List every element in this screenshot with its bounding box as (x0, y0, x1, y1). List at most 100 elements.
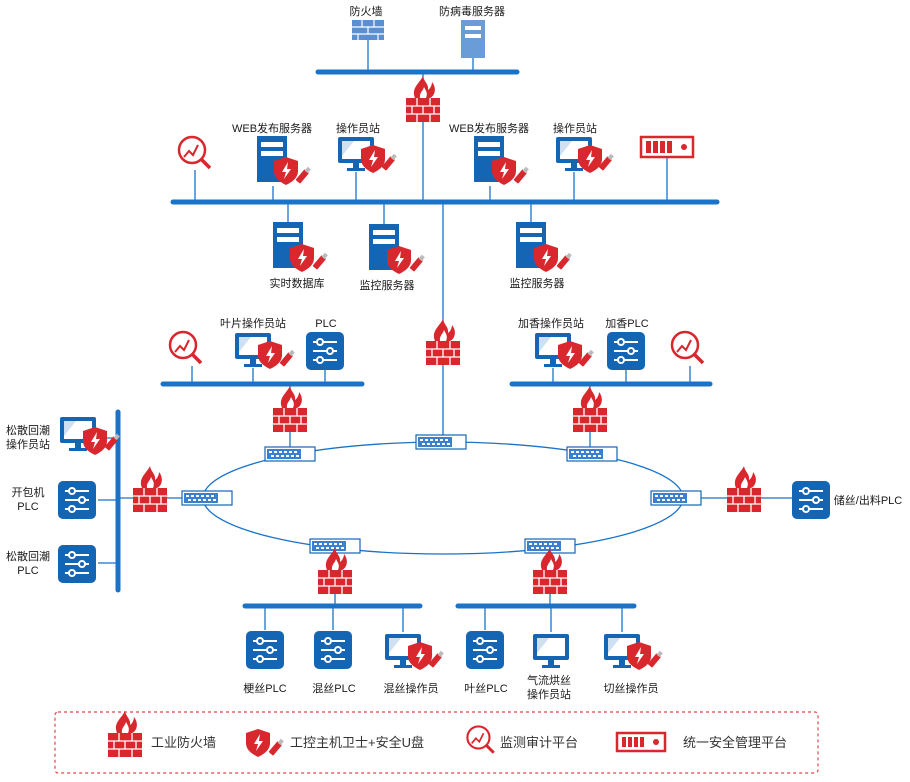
audit-platform-icon (168, 330, 203, 365)
switch-icon (264, 446, 316, 462)
realtime-database-label: 实时数据库 (270, 276, 325, 290)
airflow-dryer-station: 气流烘丝 操作员站 (527, 634, 571, 701)
storage-plc-label: 储丝/出料PLC (834, 493, 903, 507)
flavor-plc-label: 加香PLC (605, 317, 648, 330)
leaf-plc-label: 叶丝PLC (464, 682, 507, 695)
legend: 工业防火墙 工控主机卫士+安全U盘 监测审计平台 统一安全管理平台 (54, 710, 819, 774)
airflow-station-label-1: 气流烘丝 (527, 673, 571, 687)
industrial-firewall-icon (532, 547, 568, 595)
leaf-operator-station: 叶片操作员站 (220, 316, 295, 369)
network-buses (115, 69, 720, 609)
audit-platform-icon (670, 330, 705, 365)
firewall-device: 防火墙 (350, 4, 384, 40)
industrial-firewall-icon (425, 318, 461, 366)
industrial-firewall-icon (405, 75, 441, 123)
stem-plc: 梗丝PLC (243, 630, 287, 695)
industrial-firewall-icon (726, 465, 762, 513)
plc-icon (313, 630, 353, 670)
plc-icon (57, 480, 97, 520)
audit-platform-icon (465, 724, 496, 755)
firewall-icon (352, 20, 384, 40)
industrial-firewall-icon (132, 465, 168, 513)
loose-moist-operator-station: 松散回潮 操作员站 (6, 417, 120, 455)
loose-moist-plc-label-2: PLC (17, 565, 38, 577)
plc-icon (791, 480, 831, 520)
mix-operator-label: 混丝操作员 (384, 681, 439, 695)
antivirus-server-label: 防病毒服务器 (439, 4, 505, 18)
left-plc-label: PLC (315, 318, 336, 330)
switch-icon (650, 490, 702, 506)
storage-plc: 储丝/出料PLC (791, 480, 903, 520)
loose-moist-plc-label-1: 松散回潮 (6, 549, 50, 563)
legend-item-firewall: 工业防火墙 (107, 710, 216, 758)
server-icon (461, 20, 485, 58)
industrial-firewall-icon (272, 385, 308, 433)
operator-station-1-label: 操作员站 (336, 121, 380, 135)
flavor-operator-station: 加香操作员站 (518, 316, 594, 369)
antivirus-server: 防病毒服务器 (439, 4, 505, 58)
legend-border (54, 711, 819, 774)
firewall-label: 防火墙 (350, 4, 383, 18)
loose-moist-station-label-1: 松散回潮 (6, 423, 50, 437)
cut-operator-label: 切丝操作员 (604, 681, 659, 695)
plc-icon (245, 630, 285, 670)
legend-firewall-label: 工业防火墙 (151, 735, 216, 750)
legend-item-unified-mgmt: 统一安全管理平台 (615, 731, 787, 753)
plc-icon (465, 630, 505, 670)
unpack-plc: 开包机 PLC (12, 480, 97, 520)
flavor-operator-station-label: 加香操作员站 (518, 316, 584, 330)
usb-key-icon (556, 252, 572, 270)
mix-operator-station: 混丝操作员 (384, 634, 444, 695)
monitor-server-2-label: 监控服务器 (510, 276, 565, 290)
plc-icon (57, 544, 97, 584)
airflow-station-label-2: 操作员站 (527, 687, 571, 701)
monitor-server-1-label: 监控服务器 (360, 278, 415, 292)
leaf-plc: 叶丝PLC (464, 630, 508, 695)
plc-icon (606, 331, 646, 371)
switch-icon (415, 434, 467, 450)
leaf-operator-station-label: 叶片操作员站 (220, 316, 286, 330)
audit-platform-icon (177, 135, 212, 170)
usb-key-icon (409, 254, 425, 272)
legend-item-host-guard: 工控主机卫士+安全U盘 (246, 729, 424, 757)
flavor-plc: 加香PLC (605, 317, 649, 371)
operator-station-2-label: 操作员站 (553, 121, 597, 135)
unified-security-mgmt-device (639, 135, 695, 159)
legend-item-audit: 监测审计平台 (465, 724, 578, 755)
unpack-plc-label-1: 开包机 (12, 485, 45, 499)
switch-icon (566, 446, 618, 462)
mgmt-appliance-icon (615, 731, 667, 753)
mix-plc: 混丝PLC (312, 630, 356, 695)
usb-key-icon (312, 252, 328, 270)
mgmt-appliance-icon (639, 135, 695, 159)
left-plc: PLC (305, 318, 345, 371)
loose-moist-plc: 松散回潮 PLC (6, 544, 97, 584)
operator-station-2: 操作员站 (553, 121, 614, 173)
cut-operator-station: 切丝操作员 (604, 634, 663, 695)
operator-station-1: 操作员站 (336, 121, 397, 173)
web-server-1: WEB发布服务器 (232, 121, 312, 185)
legend-host-guard-label: 工控主机卫士+安全U盘 (290, 735, 424, 750)
unpack-plc-label-2: PLC (17, 501, 38, 513)
legend-audit-label: 监测审计平台 (500, 735, 578, 750)
web-server-2-label: WEB发布服务器 (449, 121, 529, 135)
industrial-firewall-icon (107, 710, 143, 758)
realtime-database: 实时数据库 (270, 222, 328, 290)
loose-moist-station-label-2: 操作员站 (6, 437, 50, 451)
monitor-server-2: 监控服务器 (510, 222, 572, 290)
web-server-1-label: WEB发布服务器 (232, 121, 312, 135)
legend-unified-mgmt-label: 统一安全管理平台 (683, 735, 787, 750)
industrial-firewall-icon (317, 547, 353, 595)
switch-icon (181, 490, 233, 506)
monitor-server-1: 监控服务器 (360, 224, 425, 292)
industrial-firewall-icon (572, 385, 608, 433)
host-guard-shield-icon (246, 729, 270, 757)
monitor-icon (533, 634, 569, 668)
plc-icon (305, 331, 345, 371)
mix-plc-label: 混丝PLC (312, 682, 355, 695)
stem-plc-label: 梗丝PLC (243, 681, 286, 695)
usb-key-icon (268, 738, 284, 756)
web-server-2: WEB发布服务器 (449, 121, 529, 185)
